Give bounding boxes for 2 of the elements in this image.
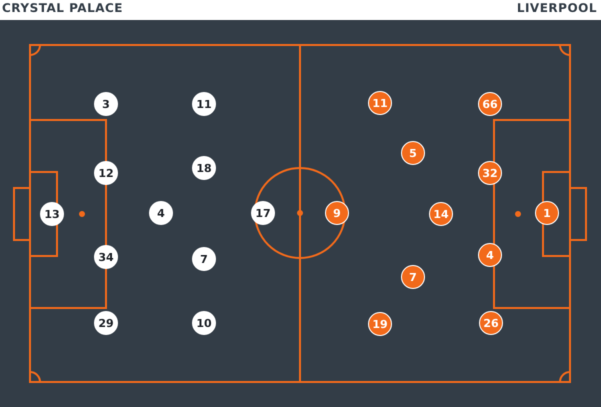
team-name: LIVERPOOL xyxy=(516,1,597,15)
team-name: CRYSTAL PALACE xyxy=(2,1,124,15)
